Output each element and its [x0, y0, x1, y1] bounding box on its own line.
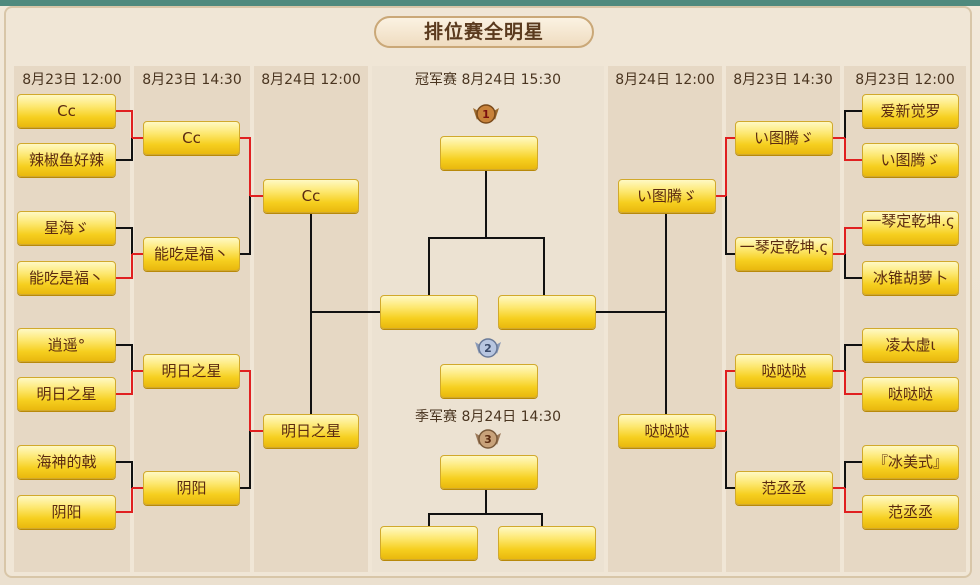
silver-medal-icon: 2 [475, 338, 501, 358]
final-slot-right[interactable] [498, 295, 596, 329]
right-r3-slot-1[interactable]: い图腾ゞ [618, 179, 716, 213]
left-r3-slot-2[interactable]: 明日之星 [263, 414, 359, 448]
header-left-round3: 8月24日 12:00 [261, 72, 361, 88]
champion-slot[interactable] [440, 136, 538, 170]
left-r1-slot-7[interactable]: 海神的戟 [17, 445, 116, 479]
top-border-band [0, 0, 980, 6]
right-r1-slot-5[interactable]: 凌太虚ι [862, 328, 959, 362]
right-r1-slot-1[interactable]: 爱新觉罗 [862, 94, 959, 128]
gold-medal-icon: 1 [473, 104, 499, 124]
third-place-match-slot-right[interactable] [498, 526, 596, 560]
left-r1-slot-5[interactable]: 逍遥° [17, 328, 116, 362]
silver-medal-number: 2 [484, 342, 492, 355]
third-place-header: 季军赛 8月24日 14:30 [415, 409, 561, 425]
header-left-round1: 8月23日 12:00 [22, 72, 122, 88]
right-r1-slot-6[interactable]: 哒哒哒 [862, 377, 959, 411]
final-slot-left[interactable] [380, 295, 478, 329]
right-r2-slot-1[interactable]: い图腾ゞ [735, 121, 833, 155]
right-r1-slot-7[interactable]: 『冰美式』 [862, 445, 959, 479]
left-r1-slot-8[interactable]: 阴阳 [17, 495, 116, 529]
right-r3-slot-2[interactable]: 哒哒哒 [618, 414, 716, 448]
runner-up-slot[interactable] [440, 364, 538, 398]
left-r1-slot-2[interactable]: 辣椒鱼好辣 [17, 143, 116, 177]
header-right-round2: 8月23日 14:30 [733, 72, 833, 88]
right-r2-slot-3[interactable]: 哒哒哒 [735, 354, 833, 388]
left-r1-slot-4[interactable]: 能吃是福丶 [17, 261, 116, 295]
gold-medal-number: 1 [482, 108, 490, 121]
right-r1-slot-8[interactable]: 范丞丞 [862, 495, 959, 529]
header-right-round1: 8月23日 12:00 [855, 72, 955, 88]
left-r2-slot-1[interactable]: Cc [143, 121, 240, 155]
right-r1-slot-2[interactable]: い图腾ゞ [862, 143, 959, 177]
bronze-medal-number: 3 [484, 433, 492, 446]
left-r1-slot-1[interactable]: Cc [17, 94, 116, 128]
left-r1-slot-6[interactable]: 明日之星 [17, 377, 116, 411]
header-left-round2: 8月23日 14:30 [142, 72, 242, 88]
third-place-match-slot-left[interactable] [380, 526, 478, 560]
header-right-round3: 8月24日 12:00 [615, 72, 715, 88]
third-place-slot[interactable] [440, 455, 538, 489]
right-r2-slot-2[interactable]: 一琴定乾坤.ς [735, 237, 833, 271]
right-r2-slot-4[interactable]: 范丞丞 [735, 471, 833, 505]
bronze-medal-icon: 3 [475, 429, 501, 449]
left-r2-slot-4[interactable]: 阴阳 [143, 471, 240, 505]
left-r3-slot-1[interactable]: Cc [263, 179, 359, 213]
left-r2-slot-3[interactable]: 明日之星 [143, 354, 240, 388]
header-final: 冠军赛 8月24日 15:30 [415, 72, 561, 88]
page-title: 排位赛全明星 [374, 16, 594, 48]
right-r1-slot-3[interactable]: 一琴定乾坤.ς [862, 211, 959, 245]
left-r2-slot-2[interactable]: 能吃是福丶 [143, 237, 240, 271]
left-r1-slot-3[interactable]: 星海ゞ [17, 211, 116, 245]
right-r1-slot-4[interactable]: 冰锥胡萝卜 [862, 261, 959, 295]
